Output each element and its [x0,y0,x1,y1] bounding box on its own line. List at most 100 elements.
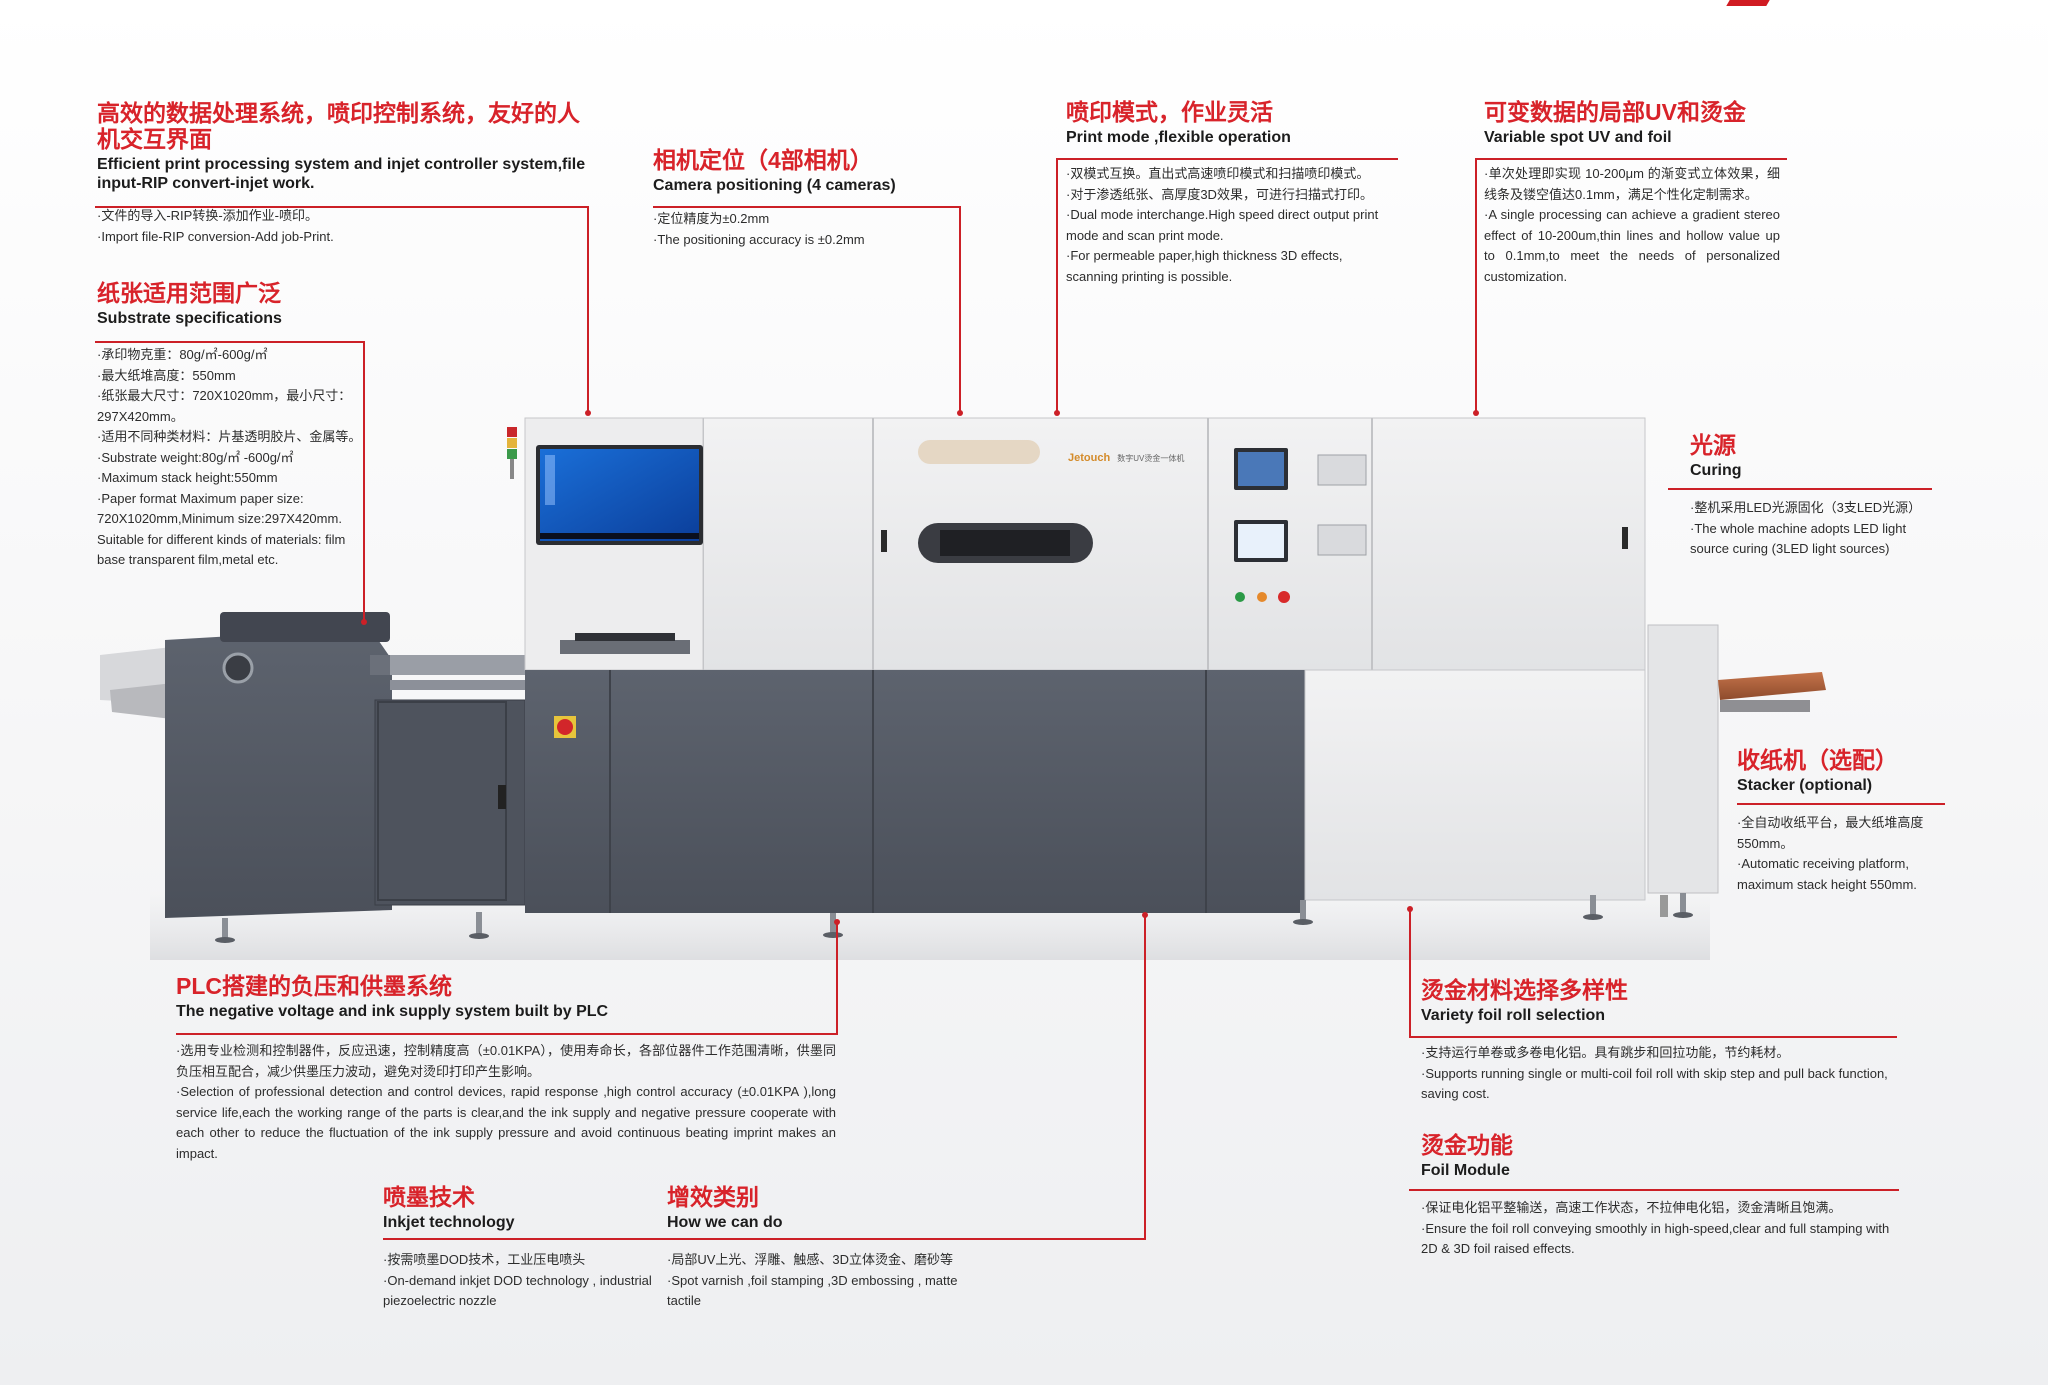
connector [836,922,838,1035]
section-title-en: Efficient print processing system and in… [97,156,586,192]
section-title-en: How we can do [667,1214,783,1231]
section-body: ·保证电化铝平整输送，高速工作状态，不拉伸电化铝，烫金清晰且饱满。 ·Ensur… [1421,1180,1901,1260]
section-title-en: Inkjet technology [383,1214,515,1231]
section-title-zh: 纸张适用范围广泛 [97,280,281,306]
connector [95,206,588,208]
lower-cabinet [525,670,1305,913]
section-substrate: 纸张适用范围广泛 Substrate specifications ·承印物克重… [97,280,367,571]
body-line: ·Import file-RIP conversion-Add job-Prin… [97,228,334,244]
section-body: ·整机采用LED光源固化（3支LED光源） ·The whole machine… [1690,480,1940,560]
section-effects: 增效类别 How we can do ·局部UV上光、浮雕、触感、3D立体烫金、… [667,1184,987,1312]
connector [1737,803,1945,805]
section-title-zh: 增效类别 [667,1184,759,1210]
connector-dot [1407,906,1413,912]
body-line: ·Dual mode interchange.High speed direct… [1066,207,1379,243]
body-line: ·双模式互换。直出式高速喷印模式和扫描喷印模式。 [1066,166,1370,181]
section-title-en: Substrate specifications [97,310,282,327]
body-line: ·Automatic receiving platform, maximum s… [1737,856,1917,892]
section-stacker: 收纸机（选配） Stacker (optional) ·全自动收纸平台，最大纸堆… [1737,747,1952,895]
body-line: ·保证电化铝平整输送，高速工作状态，不拉伸电化铝，烫金清晰且饱满。 [1421,1200,1842,1215]
body-line: Suitable for different kinds of material… [97,531,346,568]
body-line: ·For permeable paper,high thickness 3D e… [1066,248,1343,284]
connector-dot [361,619,367,625]
section-inkjet: 喷墨技术 Inkjet technology ·按需喷墨DOD技术，工业压电喷头… [383,1184,653,1312]
section-print-mode: 喷印模式，作业灵活 Print mode ,flexible operation… [1066,99,1396,287]
section-title-en: Variable spot UV and foil [1484,129,1672,146]
section-title-zh: 可变数据的局部UV和烫金 [1484,99,1746,125]
section-title-en: Print mode ,flexible operation [1066,129,1291,146]
body-line: ·纸张最大尺寸：720X1020mm，最小尺寸：297X420mm。 [97,388,352,424]
section-title-zh: 光源 [1690,432,1736,458]
section-title-zh: 烫金材料选择多样性 [1421,977,1628,1003]
stacker-tray [1718,672,1826,700]
section-body: ·按需喷墨DOD技术，工业压电喷头 ·On-demand inkjet DOD … [383,1232,653,1312]
section-body: ·全自动收纸平台，最大纸堆高度550mm。 ·Automatic receivi… [1737,795,1952,895]
connector-dot [834,919,840,925]
machine-subtitle: 数字UV烫金一体机 [1117,454,1185,463]
body-line: ·最大纸堆高度：550mm [97,367,236,383]
body-line: ·Selection of professional detection and… [176,1084,836,1161]
section-title-en: Curing [1690,462,1742,479]
body-line: ·The whole machine adopts LED light sour… [1690,520,1907,557]
section-title-en: Variety foil roll selection [1421,1007,1606,1024]
connector [587,206,589,415]
connector [959,206,961,414]
connector [1056,158,1058,414]
connector-dot [1054,410,1060,416]
section-variable-uv: 可变数据的局部UV和烫金 Variable spot UV and foil ·… [1484,99,1780,287]
machine-brand: Jetouch 数字UV烫金一体机 [1068,452,1184,464]
section-title-en: Foil Module [1421,1162,1510,1179]
section-title-zh: 喷印模式，作业灵活 [1066,99,1273,125]
connector-dot [1142,912,1148,918]
connector-dot [1473,410,1479,416]
body-line: ·适用不同种类材料：片基透明胶片、金属等。 [97,429,362,444]
section-camera: 相机定位（4部相机） Camera positioning (4 cameras… [653,147,973,250]
section-title-zh: 收纸机（选配） [1737,747,1898,773]
body-line: ·支持运行单卷或多卷电化铝。具有跳步和回拉功能，节约耗材。 [1421,1045,1790,1060]
connector [1409,910,1411,1038]
connector [1144,916,1146,1240]
section-body: ·选用专业检测和控制器件，反应迅速，控制精度高（±0.01KPA），使用寿命长，… [176,1021,836,1164]
body-line: ·Supports running single or multi-coil f… [1421,1065,1888,1102]
body-line: ·单次处理即实现 10-200μm 的渐变式立体效果，细线条及镂空值达0.1mm… [1484,166,1780,202]
connector [1475,158,1477,414]
section-data-system: 高效的数据处理系统，喷印控制系统，友好的人机交互界面 Efficient pri… [97,100,597,247]
body-line: ·Ensure the foil roll conveying smoothly… [1421,1220,1890,1257]
body-line: ·文件的导入-RIP转换-添加作业-喷印。 [97,208,318,223]
body-line: ·承印物克重：80g/㎡-600g/㎡ [97,347,268,362]
section-body: ·双模式互换。直出式高速喷印模式和扫描喷印模式。 ·对于渗透纸张、高厚度3D效果… [1066,147,1396,287]
section-title-zh: PLC搭建的负压和供墨系统 [176,973,452,999]
connector [1475,158,1787,160]
connector [176,1033,838,1035]
body-line: ·A single processing can achieve a gradi… [1484,207,1780,284]
section-body: ·文件的导入-RIP转换-添加作业-喷印。 ·Import file-RIP c… [97,193,597,247]
body-line: ·选用专业检测和控制器件，反应迅速，控制精度高（±0.01KPA），使用寿命长，… [176,1043,836,1079]
connector [653,206,961,208]
section-body: ·定位精度为±0.2mm ·The positioning accuracy i… [653,195,973,250]
connector [95,341,365,343]
section-title-zh: 相机定位（4部相机） [653,147,873,173]
body-line: ·对于渗透纸张、高厚度3D效果，可进行扫描式打印。 [1066,186,1373,202]
section-plc: PLC搭建的负压和供墨系统 The negative voltage and i… [176,973,836,1164]
body-line: ·Maximum stack height:550mm [97,470,278,485]
body-line: ·定位精度为±0.2mm [653,211,770,226]
connector [1056,158,1398,160]
connector-dot [957,410,963,416]
section-curing: 光源 Curing ·整机采用LED光源固化（3支LED光源） ·The who… [1690,432,1940,560]
section-body: ·支持运行单卷或多卷电化铝。具有跳步和回拉功能，节约耗材。 ·Supports … [1421,1025,1901,1105]
section-title-zh: 烫金功能 [1421,1132,1513,1158]
section-title-zh: 喷墨技术 [383,1184,475,1210]
connector [1668,488,1932,490]
body-line: ·The positioning accuracy is ±0.2mm [653,231,865,247]
section-body: ·单次处理即实现 10-200μm 的渐变式立体效果，细线条及镂空值达0.1mm… [1484,147,1780,287]
stacker-unit [1647,624,1719,894]
body-line: ·局部UV上光、浮雕、触感、3D立体烫金、磨砂等 [667,1252,954,1267]
body-line: ·整机采用LED光源固化（3支LED光源） [1690,500,1922,515]
brand-logo: Jetouch [1068,452,1111,464]
section-title-en: The negative voltage and ink supply syst… [176,1003,609,1020]
connector-dot [585,410,591,416]
body-line: ·Spot varnish ,foil stamping ,3D embossi… [667,1272,958,1309]
connector [1409,1189,1899,1191]
section-title-zh: 高效的数据处理系统，喷印控制系统，友好的人机交互界面 [97,100,580,152]
section-foil-variety: 烫金材料选择多样性 Variety foil roll selection ·支… [1421,977,1901,1105]
